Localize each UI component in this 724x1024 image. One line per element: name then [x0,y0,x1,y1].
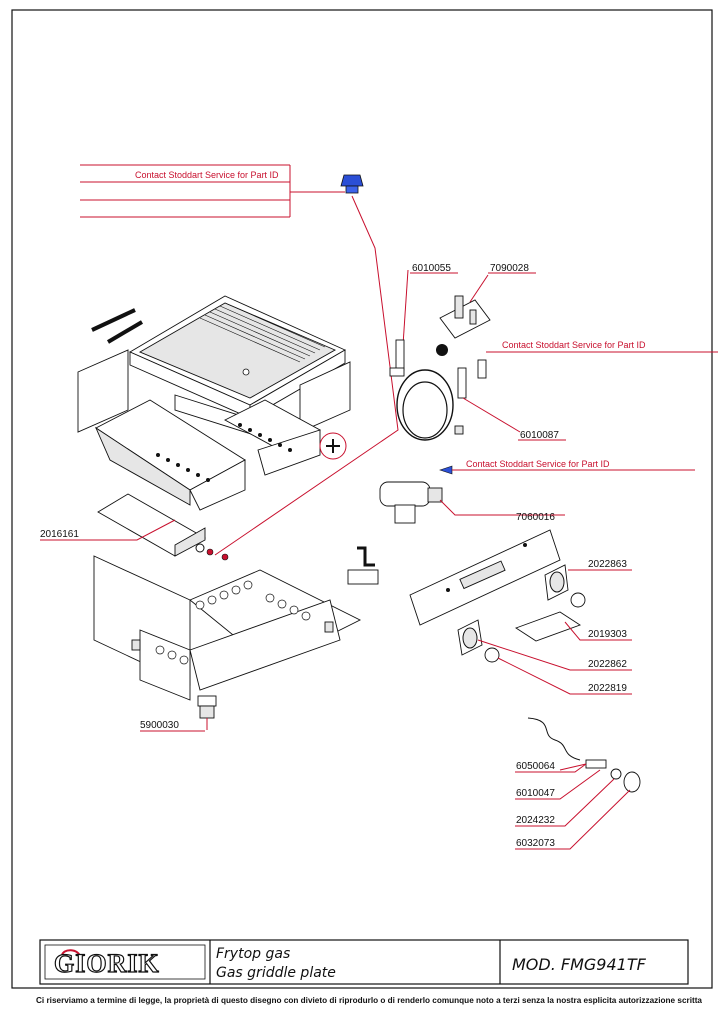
knob-2022819 [484,647,632,695]
part-label-2022863: 2022863 [588,559,627,570]
part-label-7060016: 7060016 [516,512,555,523]
base-cabinet [93,555,362,701]
burner-box-left [94,399,246,511]
part-label-2022862: 2022862 [588,659,627,670]
part-label-2016161: 2016161 [40,529,79,540]
gas-valve-part [379,481,565,524]
part-label-6050064: 6050064 [516,761,555,772]
contact-label-3: Contact Stoddart Service for Part ID [466,459,610,469]
part-label-2022819: 2022819 [588,683,627,694]
contact-block-3: Contact Stoddart Service for Part ID [439,459,695,475]
valve-detail-circle [319,432,347,460]
control-panel-part [409,529,561,626]
burner-bar-part [97,493,229,561]
bezel-2022862 [457,619,632,671]
contact-label-1: Contact Stoddart Service for Part ID [135,170,279,180]
title-line-2: Gas griddle plate [216,965,336,981]
contact-label-2: Contact Stoddart Service for Part ID [502,340,646,350]
thermocouple-part [389,269,464,441]
igniter-cable-part [527,717,607,771]
model-number: MOD. FMG941TF [512,955,647,974]
knob-cap-part [340,174,364,194]
part-label-6032073: 6032073 [516,838,555,849]
title-line-1: Frytop gas [216,946,290,962]
part-label-6010055: 6010055 [412,263,451,274]
sheet-border [11,9,713,989]
part-label-2024232: 2024232 [516,815,555,826]
contact-block-1: Contact Stoddart Service for Part ID [80,164,399,556]
burner-box-right [224,399,321,476]
bezel-2022863 [544,564,632,601]
footer-note: Ci riserviamo a termine di legge, la pro… [36,996,703,1005]
knob-2019303 [514,592,632,642]
part-label-2019303: 2019303 [588,629,627,640]
title-block: GIORIK Frytop gas Gas griddle plate MOD.… [39,939,689,985]
igniter-lever-part [347,546,379,585]
brand-logo: GIORIK [54,949,160,978]
part-label-5900030: 5900030 [140,720,179,731]
part-label-6010047: 6010047 [516,788,555,799]
part-label-6010087: 6010087 [520,430,559,441]
part-label-7090028: 7090028 [490,263,529,274]
griddle-top-plate [91,295,346,419]
pilot-burner-part [436,274,491,399]
igniter-cap-part [623,771,641,793]
foot-part [197,695,217,730]
contact-block-2: Contact Stoddart Service for Part ID [486,340,718,353]
igniter-nut-part [610,768,622,780]
